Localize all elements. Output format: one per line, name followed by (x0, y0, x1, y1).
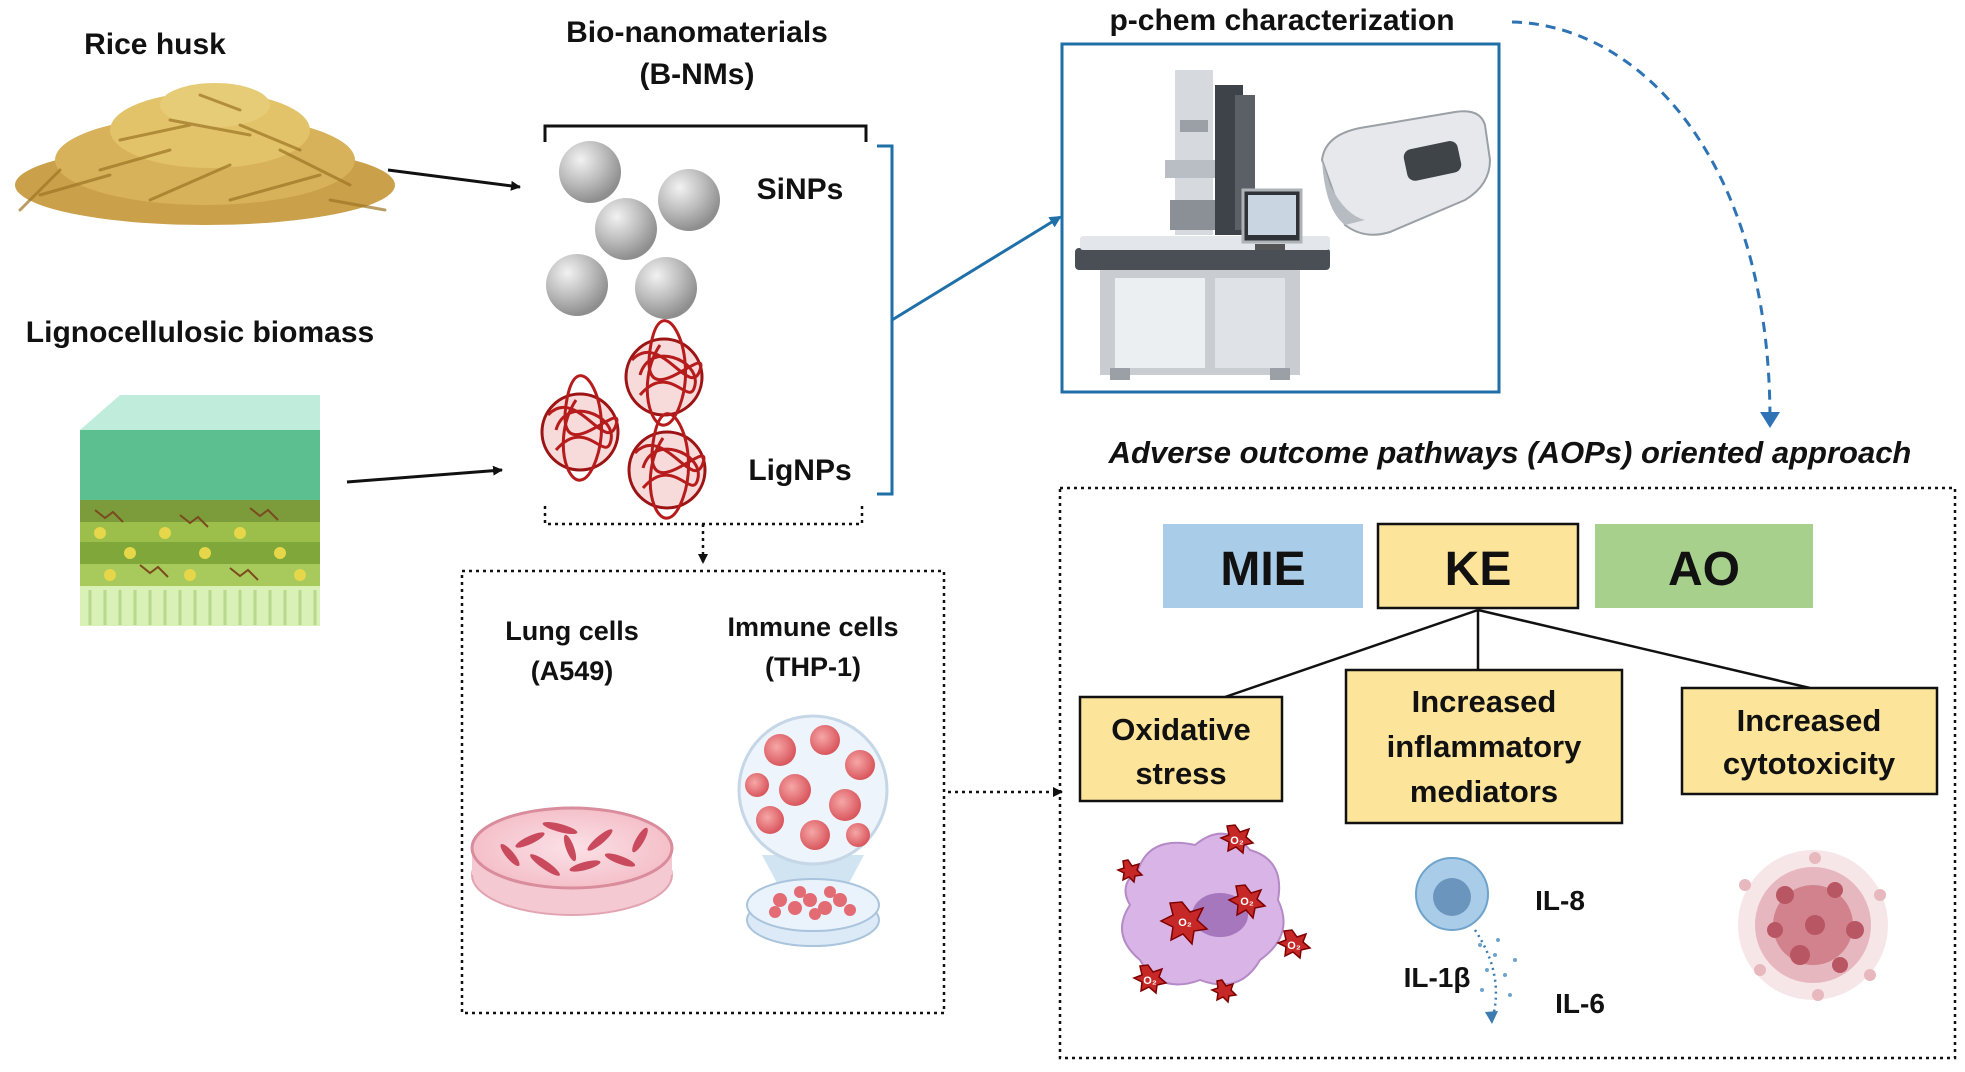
aop-title: Adverse outcome pathways (AOPs) oriented… (1108, 435, 1912, 470)
rice-husk-label: Rice husk (84, 28, 226, 61)
key-event-oxidative-line1: Oxidative (1111, 712, 1251, 747)
lignocellulosic-layer-icon (80, 395, 320, 626)
sinps-label: SiNPs (757, 173, 844, 206)
cells-panel-frame (460, 569, 946, 1015)
ao-label: AO (1668, 543, 1740, 596)
rice-husk-arrow (387, 168, 521, 191)
lung-cells-line1: Lung cells (505, 616, 639, 646)
key-event-oxidative-line2: stress (1135, 756, 1226, 791)
lignocellulosic-label: Lignocellulosic biomass (26, 316, 374, 349)
lung-cell-dish-icon (470, 806, 674, 916)
bnm-top-bracket (543, 124, 868, 142)
pchem-to-aop-dashed-arrow (1511, 20, 1772, 421)
aop-panel-frame (1058, 486, 1957, 1060)
bnm-to-pchem-arrow (891, 215, 1062, 322)
lung-cells-line2: (A549) (531, 656, 614, 686)
immune-cells-line1: Immune cells (727, 612, 898, 642)
key-event-cytotoxicity-line1: Increased (1737, 703, 1882, 738)
o2-label-3: O₂ (1230, 835, 1244, 847)
pchem-title: p-chem characterization (1109, 4, 1454, 37)
key-event-inflammatory-line3: mediators (1410, 774, 1558, 809)
key-event-inflammatory-line2: inflammatory (1387, 729, 1582, 764)
ke-label: KE (1445, 543, 1512, 596)
immune-cell-secreting-icon (1415, 857, 1517, 1024)
o2-label-5: O₂ (1143, 975, 1157, 987)
lignocellulosic-arrow (346, 465, 503, 484)
lignps-label: LigNPs (748, 454, 851, 487)
cytokine-il1b: IL-1β (1404, 962, 1471, 993)
o2-label-1: O₂ (1178, 917, 1192, 929)
ke-box (1376, 522, 1580, 610)
immune-cells-line2: (THP-1) (765, 652, 861, 682)
immune-cell-dish-icon (737, 714, 889, 947)
oxidative-stress-cell-icon: O₂ O₂ O₂ O₂ O₂ (1116, 824, 1312, 1004)
rice-husk-pile-icon (15, 83, 395, 225)
key-event-box-cytotoxicity (1680, 686, 1939, 796)
o2-label-2: O₂ (1240, 896, 1254, 908)
lignin-nanoparticles-icon (540, 319, 707, 520)
bnm-title-line1: Bio-nanomaterials (566, 16, 828, 49)
pchem-to-aop-arrowhead (1760, 412, 1780, 428)
silica-nanoparticles-icon (546, 141, 720, 319)
cytokine-il8: IL-8 (1535, 885, 1585, 916)
bnm-title-line2: (B-NMs) (640, 58, 755, 91)
cytotoxic-cell-debris-icon (1738, 850, 1888, 1001)
particle-analyzer-icon (1320, 110, 1492, 236)
ao-box (1595, 524, 1813, 608)
bnm-right-bracket (877, 144, 894, 496)
key-event-inflammatory-line1: Increased (1412, 684, 1557, 719)
mie-label: MIE (1220, 543, 1305, 596)
mie-box (1163, 524, 1363, 608)
electron-microscope-icon (1075, 70, 1330, 380)
cytokine-il6: IL-6 (1555, 988, 1605, 1019)
key-event-box-inflammatory (1344, 668, 1624, 825)
bnm-bottom-dotted-bracket (543, 506, 864, 526)
ke-connector-lines (1224, 608, 1811, 699)
key-event-box-oxidative (1078, 695, 1284, 803)
o2-label-4: O₂ (1287, 940, 1301, 952)
key-event-cytotoxicity-line2: cytotoxicity (1723, 746, 1896, 781)
